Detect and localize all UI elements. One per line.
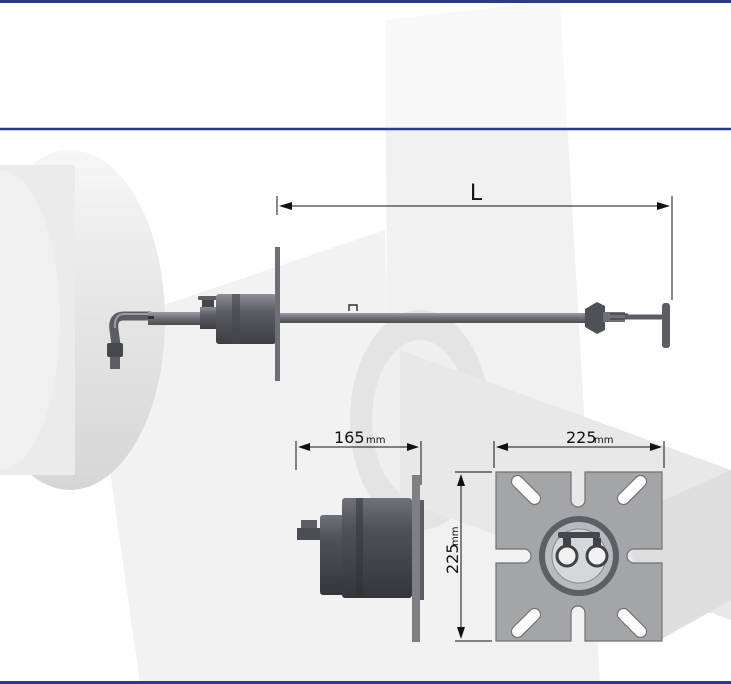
probe-assembly — [107, 247, 670, 381]
mount-side-view: 165 mm — [295, 428, 424, 642]
mount-front-view: 225 mm 225 mm — [443, 428, 665, 642]
length-dimension: L — [276, 181, 673, 300]
width-unit-label: mm — [594, 435, 613, 446]
length-label: L — [470, 181, 483, 206]
height-value-label: 225 — [443, 543, 462, 574]
height-unit-label: mm — [450, 527, 461, 546]
depth-value-label: 165 — [334, 428, 365, 447]
width-value-label: 225 — [566, 428, 597, 447]
depth-unit-label: mm — [366, 435, 385, 446]
